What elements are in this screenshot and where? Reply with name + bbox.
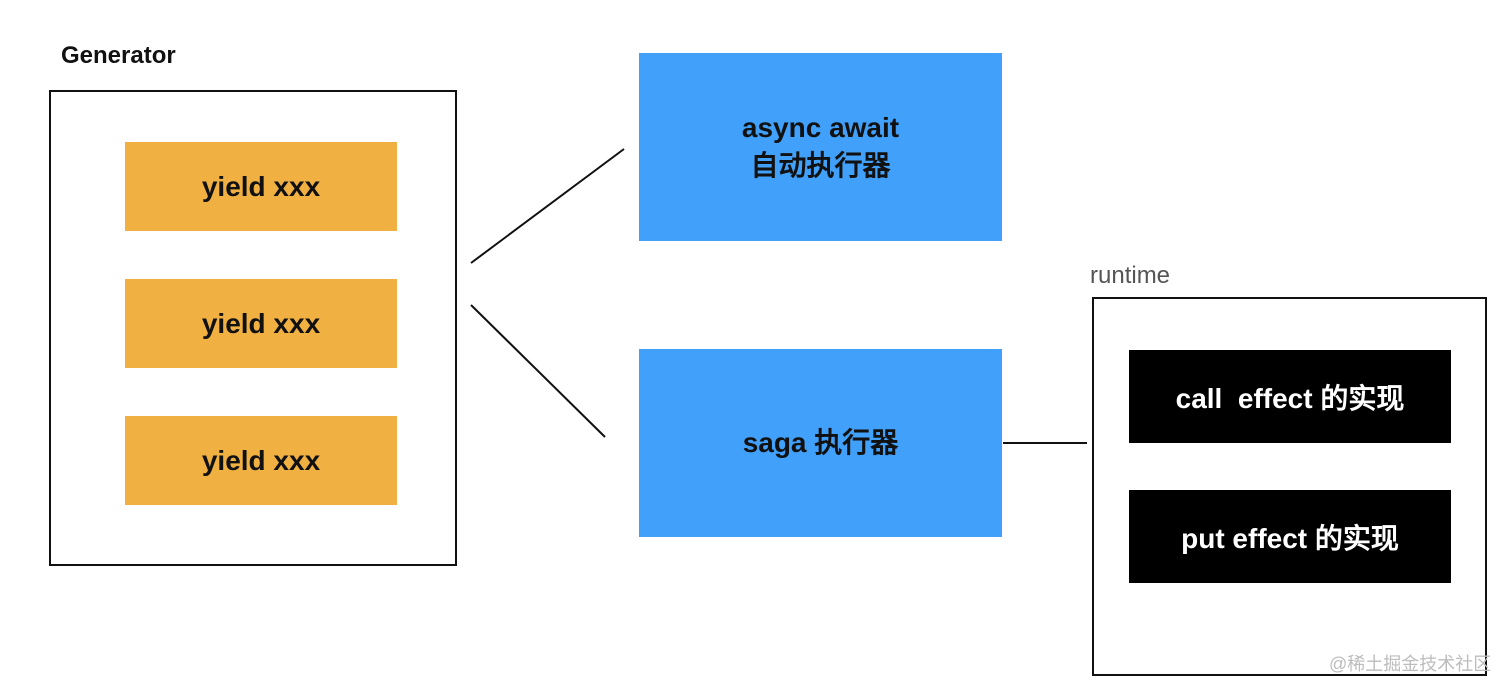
runtime-title: runtime (1090, 262, 1171, 289)
async-await-executor-box: async await 自动执行器 (639, 53, 1002, 241)
yield-box-3: yield xxx (125, 416, 397, 505)
yield-box-3-label: yield xxx (201, 444, 321, 476)
yield-box-1-label: yield xxx (201, 170, 321, 202)
connector-generator-to-async (470, 148, 625, 264)
saga-executor-box: saga 执行器 (639, 349, 1002, 537)
call-effect-label: call effect 的实现 (1175, 382, 1405, 414)
call-effect-box: call effect 的实现 (1129, 350, 1451, 443)
yield-box-2-label: yield xxx (201, 307, 321, 339)
saga-executor-label: saga 执行器 (742, 427, 899, 459)
yield-box-2: yield xxx (125, 279, 397, 368)
put-effect-label: put effect 的实现 (1181, 522, 1399, 554)
generator-title: Generator (61, 42, 176, 69)
yield-box-1: yield xxx (125, 142, 397, 231)
connector-generator-to-saga (470, 304, 606, 438)
async-await-label: async await (741, 112, 900, 144)
put-effect-box: put effect 的实现 (1129, 490, 1451, 583)
watermark-text: @稀土掘金技术社区 (1329, 654, 1492, 674)
async-executor-label: 自动执行器 (750, 150, 891, 181)
